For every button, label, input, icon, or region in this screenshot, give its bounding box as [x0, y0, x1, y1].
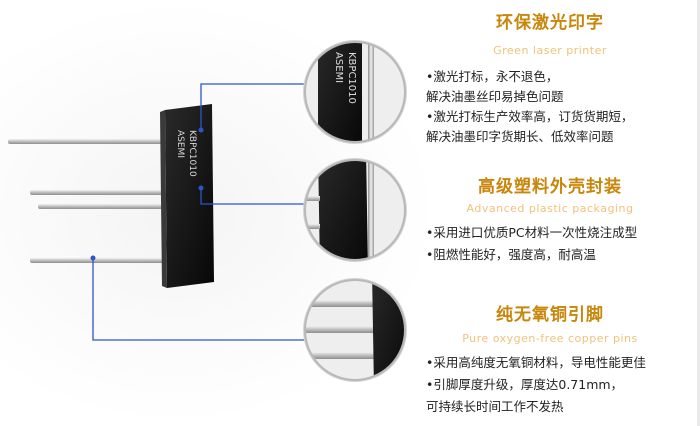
component-brand-mark: ASEMI — [175, 130, 185, 158]
zoom-brand-mark: ASEMI — [333, 52, 344, 83]
zoom-model-mark: KBPC1010 — [346, 52, 357, 104]
feature-line: •采用高纯度无氧铜材料，导电性能更佳 — [426, 355, 646, 370]
pin-3 — [38, 204, 175, 209]
feature-line: •采用进口优质PC材料一次性烧注成型 — [426, 225, 638, 240]
callout-dots — [90, 127, 204, 261]
feature-line: 可持续长时间工作不发热 — [426, 399, 564, 414]
feature-line: 解决油墨印字货期长、低效率问题 — [426, 129, 614, 144]
component-body: ASEMI KBPC1010 — [160, 104, 214, 288]
component-model-mark: KBPC1010 — [187, 130, 197, 177]
zoom-circle-laser-print: ASEMI KBPC1010 — [303, 40, 407, 144]
section-subtitle: Pure oxygen-free copper pins — [462, 332, 638, 345]
section-subtitle: Green laser printer — [493, 44, 607, 57]
feature-line: 解决油墨丝印易掉色问题 — [426, 89, 564, 104]
feature-line: •阻燃性能好，强度高，耐高温 — [426, 247, 596, 262]
section-subtitle: Advanced plastic packaging — [466, 202, 634, 215]
zoom-circle-plastic-body — [303, 158, 407, 262]
section-title: 纯无氧铜引脚 — [496, 305, 604, 325]
feature-line: •激光打标生产效率高，订货货期短， — [426, 109, 634, 124]
zoom-circle-copper-pins — [303, 278, 407, 382]
callout-lines — [92, 83, 306, 341]
feature-line: •引脚厚度升级，厚度达0.71mm， — [426, 377, 624, 392]
section-title: 高级塑料外壳封装 — [478, 177, 622, 197]
feature-line: •激光打标，永不退色， — [426, 69, 559, 84]
component-pins — [8, 139, 175, 263]
pin-4 — [30, 258, 175, 263]
pin-2 — [30, 190, 175, 195]
pin-1 — [8, 139, 173, 144]
section-title: 环保激光印字 — [496, 13, 604, 33]
